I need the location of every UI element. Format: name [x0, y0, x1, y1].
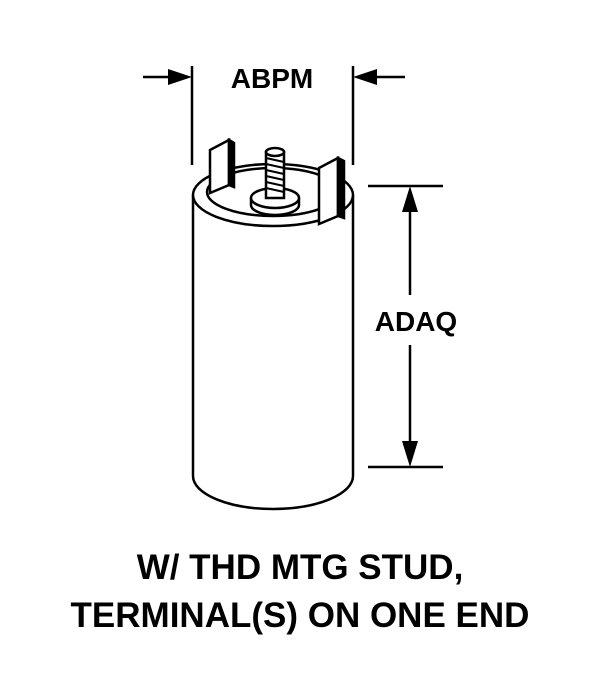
terminal-left: [208, 137, 236, 195]
width-arrow-right: [353, 69, 377, 85]
height-dimension: [368, 184, 443, 469]
terminal-right: [317, 155, 346, 226]
diagram-caption-line-2: TERMINAL(S) ON ONE END: [70, 596, 530, 635]
width-arrow-left: [168, 69, 192, 85]
terminal-left-face: [208, 137, 231, 195]
width-dimension-label: ABPM: [231, 63, 313, 94]
terminal-right-edge: [336, 155, 346, 220]
stud-threads: [265, 157, 285, 193]
height-arrow-bottom: [402, 441, 418, 467]
stud-tip: [264, 146, 286, 158]
height-arrow-top: [402, 186, 418, 212]
terminal-right-face: [317, 155, 340, 226]
can-outline: [191, 195, 355, 511]
terminal-left-edge: [227, 137, 236, 189]
diagram-caption-line-1: W/ THD MTG STUD,: [136, 548, 464, 587]
width-dimension: [143, 66, 405, 165]
height-dimension-label: ADAQ: [375, 306, 457, 337]
threaded-mounting-stud: [249, 146, 301, 217]
